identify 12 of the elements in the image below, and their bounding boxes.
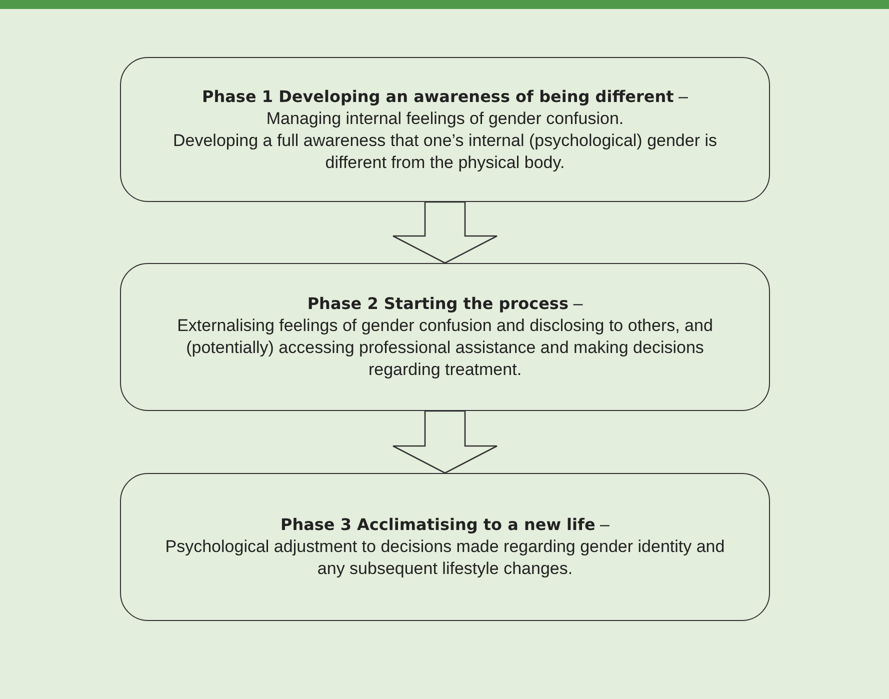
block-arrow xyxy=(392,410,498,474)
phase-box xyxy=(120,473,770,621)
phase-box xyxy=(120,57,770,202)
phase-heading: Phase 3 Acclimatising to a new life – xyxy=(280,514,610,536)
phase-description: Managing internal feelings of gender confusion. xyxy=(266,108,624,130)
phase-box xyxy=(120,263,770,411)
phase-heading: Phase 2 Starting the process – xyxy=(307,293,583,315)
phase-description: Externalising feelings of gender confusion and disclosing to others, and (potentially) accessing professional assistance and making decisions regarding treatment. xyxy=(176,315,714,381)
phase-heading: Phase 1 Developing an awareness of being different – xyxy=(202,86,688,108)
phase-description: Psychological adjustment to decisions made regarding gender identity and any subsequent lifestyle changes. xyxy=(165,536,725,580)
block-arrow xyxy=(392,201,498,264)
phase-description: Developing a full awareness that one’s internal (psychological) gender is different from the physical body. xyxy=(172,130,718,174)
